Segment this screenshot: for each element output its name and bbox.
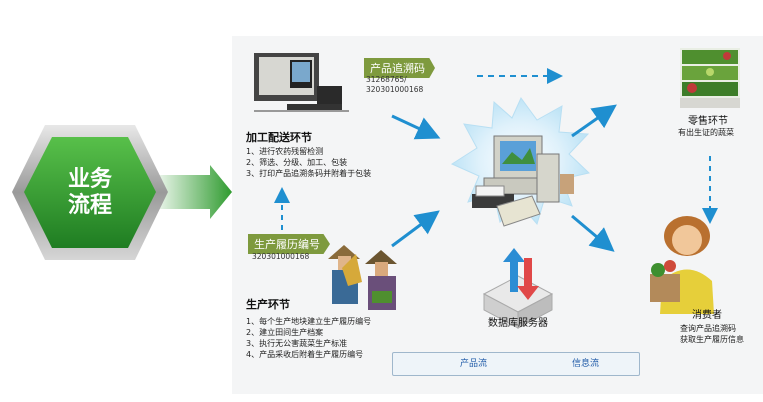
production-step-2: 2、建立田间生产档案 xyxy=(246,328,324,337)
product-trace-code-tag: 产品追溯码 xyxy=(364,58,435,78)
product-trace-code-value-2: 320301000168 xyxy=(366,85,424,94)
processing-title: 加工配送环节 xyxy=(246,131,312,144)
legend-box xyxy=(392,352,640,376)
processing-step-3: 3、打印产品追溯条码并附着于包装 xyxy=(246,169,372,178)
production-title: 生产环节 xyxy=(246,298,290,311)
processing-computer-illustration xyxy=(254,53,349,112)
production-step-3: 3、执行无公害蔬菜生产标准 xyxy=(246,339,348,348)
farmers-illustration xyxy=(328,245,397,310)
badge-hexagon xyxy=(24,137,156,248)
consumer-line-1: 查询产品追溯码 xyxy=(680,324,736,333)
database-server-illustration xyxy=(482,248,554,329)
retail-produce-illustration xyxy=(680,48,740,108)
consumer-title: 消费者 xyxy=(692,310,722,321)
consumer-illustration xyxy=(650,216,714,314)
production-step-4: 4、产品采收后附着生产履历编号 xyxy=(246,350,364,359)
badge-arrow xyxy=(150,165,232,219)
badge-title-line2: 流程 xyxy=(67,193,112,218)
diagram-graphics xyxy=(254,48,740,370)
badge-graphic xyxy=(12,125,232,260)
production-step-1: 1、每个生产地块建立生产履历编号 xyxy=(246,317,372,326)
production-record-code: 320301000168 xyxy=(252,252,310,261)
processing-step-2: 2、筛选、分级、加工、包装 xyxy=(246,158,348,167)
processing-step-1: 1、进行农药残留检测 xyxy=(246,147,324,156)
retail-subtitle: 有出生证的蔬菜 xyxy=(678,128,734,137)
central-computer-illustration xyxy=(472,135,574,227)
consumer-line-2: 获取生产履历信息 xyxy=(680,335,744,344)
legend-info-flow: 信息流 xyxy=(572,359,600,369)
legend-product-flow: 产品流 xyxy=(460,359,488,369)
product-trace-code-value-1: 31268765/ xyxy=(366,75,407,84)
production-record-tag: 生产履历编号 xyxy=(248,234,330,254)
database-server-label: 数据库服务器 xyxy=(488,318,548,329)
badge-title-line1: 业务 xyxy=(67,167,112,192)
retail-title: 零售环节 xyxy=(688,116,728,127)
